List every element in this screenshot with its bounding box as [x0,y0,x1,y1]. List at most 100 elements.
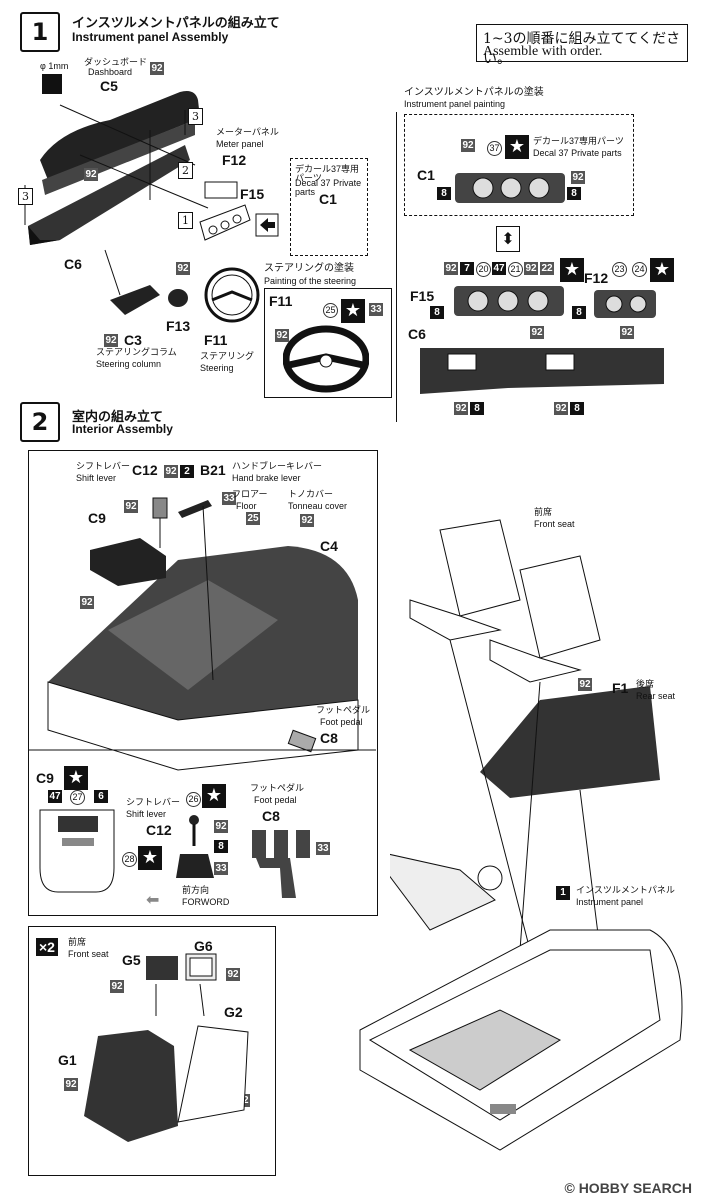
c12-paint-8: 8 [214,840,228,853]
part-f11: F11 [204,332,228,348]
c9-star: ★ [64,766,88,790]
dashboard-label-jp: ダッシュボード [84,57,148,67]
part-b21: B21 [200,462,226,478]
tonneau-label-jp: トノカバー [288,489,334,499]
paint-steer-en: Painting of the steering [264,276,357,286]
step-2-badge: 2 [20,402,60,442]
rear-seat-jp: 後席 [636,679,655,689]
step-2-title-en: Interior Assembly [72,422,173,436]
g1-color-92: 92 [64,1078,78,1091]
drill-icon [42,74,62,94]
f15-panel-drawing [454,286,564,316]
paint-panel-jp: インスツルメントパネルの塗装 [404,87,544,98]
handbrake-label-jp: ハンドブレーキレバー [232,461,323,471]
pedal-label-jp: フットペダル [316,705,371,715]
part-f15: F15 [240,186,265,202]
column-label-en: Steering column [96,359,162,369]
part-c12: C12 [132,462,158,478]
c6-vent-8-left: 8 [470,402,484,415]
ip-label-jp: インスツルメントパネル [576,885,675,895]
shift-paint-en: Shift lever [126,809,167,819]
f15-color-20: 20 [476,262,491,277]
order-note: 1~3の順番に組み立ててください。 Assemble with order. [476,24,688,67]
order-1: 1 [178,212,193,229]
f15-color-21: 21 [508,262,523,277]
c9-color-28: 28 [122,852,137,867]
part-c5: C5 [100,78,118,94]
color-92-c3: 92 [104,334,118,347]
order-3-left: 3 [18,188,33,205]
meter-label-en: Meter panel [216,139,264,149]
f15-color-8-right: 8 [572,306,586,319]
x2-front-en: Front seat [68,949,109,959]
c6-vent-92-left: 92 [454,402,468,415]
part-f13: F13 [166,318,191,334]
floor-color-25: 25 [246,512,260,525]
g5-color-92: 92 [110,980,124,993]
pedal-paint-en: Foot pedal [254,795,297,805]
floor-label-en: Floor [236,501,257,511]
color-92-f13: 92 [176,262,190,275]
step1-divider-right [396,112,397,422]
forward-arrow-icon: ⬅ [146,890,160,909]
part-f15-paint: F15 [410,288,435,304]
c6-vent-92-right: 92 [554,402,568,415]
shift-label-en: Shift lever [76,473,117,483]
part-g5: G5 [122,952,141,968]
f12-color-92: 92 [620,326,634,339]
part-c9: C9 [88,510,106,526]
part-c12-paint: C12 [146,822,172,838]
g6-color-92: 92 [226,968,240,981]
c12-star: ★ [202,784,226,808]
steering-label-en: Steering [200,363,234,373]
c6-color-92: 92 [530,326,544,339]
bottom-tub-drawing [359,929,683,1151]
column-label-jp: ステアリングコラム [96,347,177,357]
x2-seat-drawing [84,953,249,1142]
c6-vent-8-right: 8 [570,402,584,415]
part-c6: C6 [64,256,82,272]
part-g6: G6 [194,938,213,954]
color-92: 92 [150,62,164,75]
tub-color-92: 92 [80,596,94,609]
c12-color-2: 2 [180,465,194,478]
tonneau-color-92: 92 [300,514,314,527]
meter-label-jp: メーターパネル [216,127,279,137]
pedal-label-en: Foot pedal [320,717,363,727]
c8-pedal-drawing [252,830,310,898]
f15-color-92b: 92 [524,262,538,275]
interior-tub-drawing [28,497,376,771]
dashboard-label-en: Dashboard [88,67,133,77]
tonneau-label-en: Tonneau cover [288,501,348,511]
handbrake-label-en: Hand brake lever [232,473,301,483]
updown-arrow-icon: ⬍ [496,226,520,252]
part-g1: G1 [58,1052,77,1068]
part-f1: F1 [612,680,629,696]
ip-step-ref: 1 [556,886,570,900]
c9-color-92: 92 [124,500,138,513]
c1-private-box: デカール37専用パーツ Decal 37 Private parts C1 [290,158,368,256]
part-f12: F12 [222,152,247,168]
forward-label-jp: 前方向 [182,885,210,895]
f15-color-7: 7 [460,262,474,275]
part-g2: G2 [224,1004,243,1020]
f12-color-24: 24 [632,262,647,277]
floor-label-jp: フロアー [232,489,268,499]
steering-paint-box: F11 25 ★ 33 92 [264,288,392,398]
f12-color-23: 23 [612,262,627,277]
ip-label-en: Instrument panel [576,897,644,907]
c9-console-drawing [39,809,115,893]
hobby-search-logo: © HOBBY SEARCH [564,1180,692,1196]
color-92-c6: 92 [84,168,98,181]
order-2: 2 [178,162,193,179]
step-1-title-en: Instrument panel Assembly [72,30,229,44]
c12-color-92: 92 [164,465,178,478]
seats-drawing [390,519,660,951]
steering-label-jp: ステアリング [200,351,255,361]
c9-color-27: 27 [70,790,85,805]
f15-color-92: 92 [444,262,458,275]
c8-color-33: 33 [316,842,330,855]
part-c4: C4 [320,538,338,554]
f15-color-8-left: 8 [430,306,444,319]
part-c3: C3 [124,332,142,348]
